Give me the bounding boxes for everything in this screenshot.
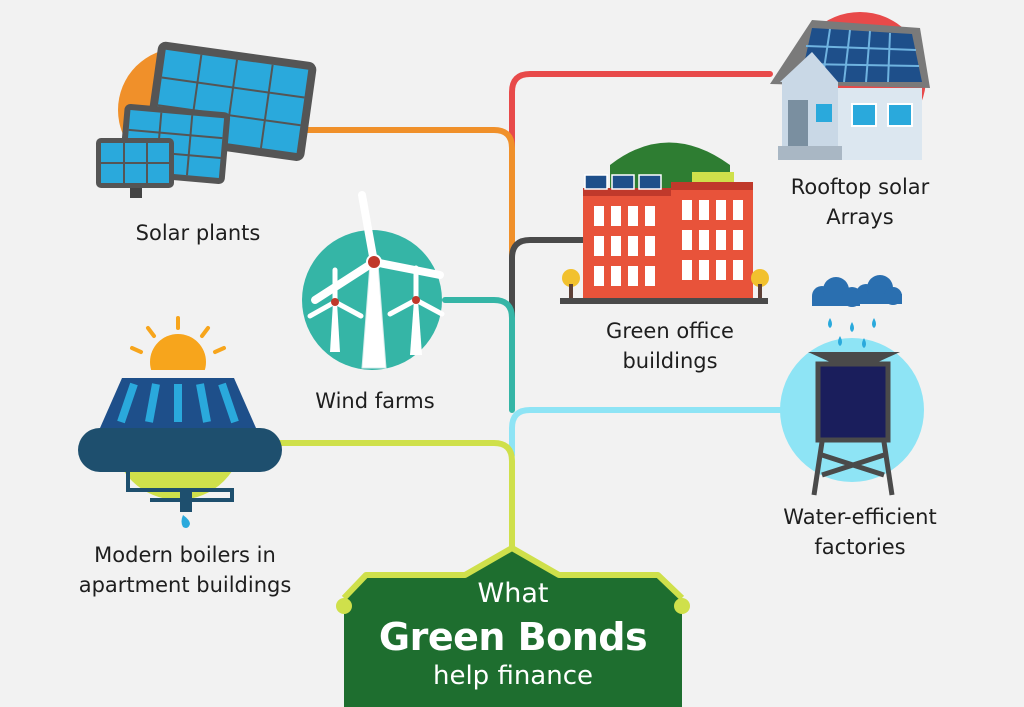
connector-modern-boilers — [277, 440, 515, 551]
title-line-green-bonds: Green Bonds — [378, 615, 648, 659]
title-line-what: What — [477, 578, 549, 609]
water-tower-icon — [780, 275, 924, 496]
connector-lines — [277, 71, 788, 551]
connector-wind-farms — [442, 297, 515, 413]
wind-farms-text: Wind farms — [315, 389, 435, 413]
title-frame — [336, 545, 690, 707]
label-green-office: Green office buildings — [580, 316, 760, 376]
label-modern-boilers: Modern boilers in apartment buildings — [40, 540, 330, 600]
rooftop-solar-line2: Arrays — [826, 205, 894, 229]
connector-water-factories — [509, 407, 788, 458]
modern-boilers-line1: Modern boilers in — [94, 543, 276, 567]
office-building-icon — [560, 142, 769, 304]
label-water-efficient: Water-efficient factories — [760, 502, 960, 562]
house-solar-icon — [770, 12, 930, 160]
title-box: What Green Bonds help finance — [344, 562, 682, 707]
wind-turbine-icon — [302, 191, 445, 370]
connector-green-office — [509, 237, 588, 323]
green-office-line2: buildings — [622, 349, 718, 373]
solar-panels-icon — [96, 41, 317, 198]
green-office-line1: Green office — [606, 319, 734, 343]
label-rooftop-solar: Rooftop solar Arrays — [770, 172, 950, 232]
label-solar-plants: Solar plants — [118, 218, 278, 248]
solar-plants-text: Solar plants — [135, 221, 261, 245]
solar-boiler-icon — [78, 316, 282, 528]
rooftop-solar-line1: Rooftop solar — [790, 175, 930, 199]
modern-boilers-line2: apartment buildings — [78, 573, 292, 597]
title-line-help-finance: help finance — [432, 661, 594, 691]
water-efficient-line1: Water-efficient — [783, 505, 937, 529]
connector-solar-plants — [297, 127, 515, 288]
label-wind-farms: Wind farms — [300, 386, 450, 416]
connector-rooftop-solar — [509, 71, 773, 248]
water-efficient-line2: factories — [814, 535, 906, 559]
